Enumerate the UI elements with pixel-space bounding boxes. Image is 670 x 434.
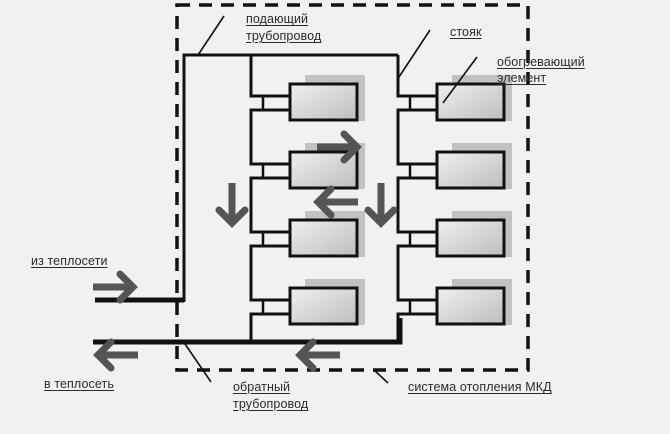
supply-pipe-leader [197,15,225,56]
inflow-arrow-head [116,270,138,304]
radiator [408,75,512,122]
left-riser [249,55,365,342]
system-leader [373,369,389,384]
from-network-label: из теплосети [31,254,108,268]
radiator [261,143,365,190]
return-flow-arrow [295,338,340,372]
radiator [261,75,365,122]
radiator-body [435,286,506,326]
supply-pipe-label-line1: подающий [246,12,309,26]
radiator-flow-right-arrow-head [340,130,362,164]
to-network-label: в теплосеть [44,377,114,391]
heating-element-label-line1: обогревающий [497,55,585,69]
radiator [408,211,512,258]
radiator-body [435,150,506,190]
radiator-flow-right-arrow [317,130,362,164]
outflow-arrow [93,338,138,372]
inflow-arrow [93,270,138,304]
outflow-arrow-head [93,338,115,372]
radiator-body [288,82,359,122]
heating-element-label-line2: элемент [497,71,547,85]
radiator-body [288,218,359,258]
risers [249,55,512,342]
radiator [408,143,512,190]
radiator-body [435,82,506,122]
supply-pipeline [95,53,398,303]
left-riser-down-arrow [215,183,249,228]
radiator-flow-left-arrow [313,185,358,219]
riser-leader [396,29,431,81]
leader-lines [184,15,478,384]
return-pipeline [93,318,403,345]
system-boundary [175,3,530,372]
flow-arrows [93,130,398,372]
left-riser-down-arrow-head [215,206,249,228]
return-pipe-main [93,318,403,345]
radiator [408,279,512,326]
radiator-body [288,286,359,326]
right-riser-down-arrow [364,183,398,228]
system-label: система отопления МКД [408,380,552,394]
supply-pipe-vertical [182,53,398,302]
return-pipe-label-line1: обратный [233,380,291,394]
left-riser-pipe [249,55,290,342]
radiator-flow-left-arrow-head [313,185,335,219]
radiator-body [435,218,506,258]
supply-pipe-label-line2: трубопровод [246,29,322,43]
return-pipe-leader [184,343,212,383]
return-pipe-label-line2: трубопровод [233,397,309,411]
radiator-body [288,150,359,190]
heating-element-leader [442,56,478,104]
right-riser-down-arrow-head [364,206,398,228]
radiator [261,279,365,326]
radiator [261,211,365,258]
return-flow-arrow-head [295,338,317,372]
riser-label: стояк [450,25,482,39]
right-riser [396,55,512,342]
right-riser-pipe [396,55,437,342]
